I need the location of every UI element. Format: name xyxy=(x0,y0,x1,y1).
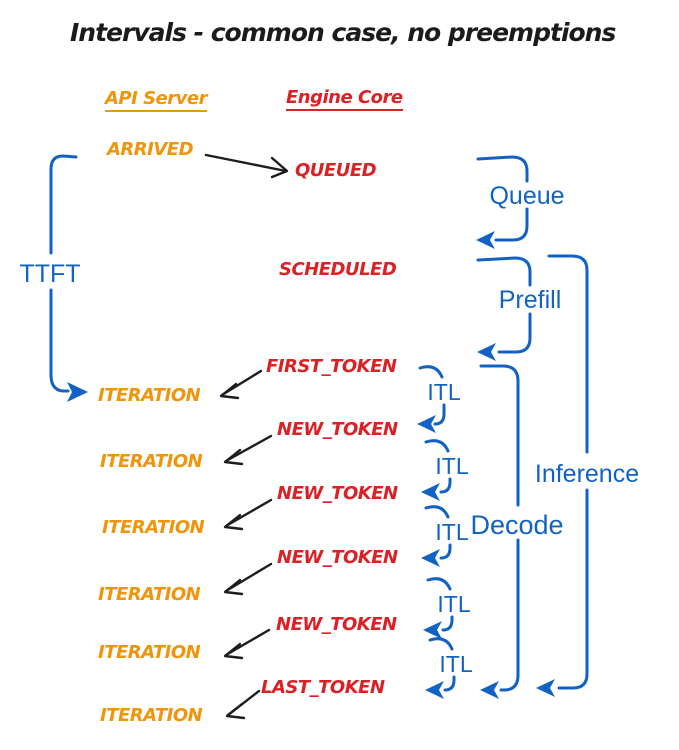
column-header-engine-core: Engine Core xyxy=(286,88,403,111)
decode-bracket-top xyxy=(479,364,520,507)
itl-bracket-1-hook xyxy=(433,403,446,426)
interval-itl-label-2: ITL xyxy=(435,453,469,479)
prefill-bracket-top xyxy=(476,256,532,287)
interval-itl-label-3: ITL xyxy=(435,519,469,545)
event-new-token-4: NEW_TOKEN xyxy=(276,614,397,635)
inference-bracket-bottom xyxy=(557,488,589,690)
itl-arrow-icon-5 xyxy=(425,681,444,699)
interval-inference-label: Inference xyxy=(534,460,640,488)
inference-bracket-top xyxy=(547,254,589,454)
decode-arrow-icon xyxy=(480,681,499,699)
event-iteration-3: ITERATION xyxy=(102,517,205,538)
token-to-iteration-arrowhead-icon-3 xyxy=(223,513,244,531)
interval-itl-label-4: ITL xyxy=(437,591,471,617)
event-first-token: FIRST_TOKEN xyxy=(266,356,397,377)
queue-arrow-icon xyxy=(476,231,495,249)
itl-arrow-icon-3 xyxy=(421,549,440,567)
token-to-iteration-arrowhead-icon-5 xyxy=(223,642,244,660)
event-iteration-1: ITERATION xyxy=(98,385,201,406)
event-arrived: ARRIVED xyxy=(107,139,194,160)
arrived-to-queued-arrowhead-icon xyxy=(270,156,289,179)
event-last-token: LAST_TOKEN xyxy=(261,677,385,698)
ttft-arrow-icon xyxy=(67,382,88,402)
token-to-iteration-arrowhead-icon-2 xyxy=(223,448,244,466)
itl-arrow-icon-4 xyxy=(423,621,442,639)
interval-ttft-label: TTFT xyxy=(19,260,81,288)
arrived-to-queued-arrow xyxy=(204,153,288,173)
event-queued: QUEUED xyxy=(295,160,377,181)
token-to-iteration-arrowhead-icon-1 xyxy=(219,382,240,400)
event-new-token-1: NEW_TOKEN xyxy=(277,419,398,440)
token-to-iteration-arrowhead-icon-6 xyxy=(225,702,246,720)
interval-prefill-label: Prefill xyxy=(498,286,562,314)
itl-bracket-4-top xyxy=(426,577,452,591)
event-iteration-6: ITERATION xyxy=(100,705,203,726)
token-to-iteration-arrow-2 xyxy=(224,434,273,463)
itl-bracket-4-hook xyxy=(441,615,454,632)
event-new-token-2: NEW_TOKEN xyxy=(277,483,398,504)
event-new-token-3: NEW_TOKEN xyxy=(277,547,398,568)
itl-bracket-3-top xyxy=(424,505,450,519)
interval-decode-label: Decode xyxy=(470,510,564,540)
itl-bracket-2-hook xyxy=(439,477,452,494)
event-scheduled: SCHEDULED xyxy=(279,259,397,280)
interval-itl-label-1: ITL xyxy=(427,379,461,405)
token-to-iteration-arrowhead-icon-4 xyxy=(223,578,244,596)
itl-bracket-5-top xyxy=(428,637,454,651)
decode-bracket-bottom xyxy=(499,538,520,692)
interval-itl-label-5: ITL xyxy=(439,651,473,677)
ttft-bracket-bottom xyxy=(49,288,70,393)
inference-arrow-icon xyxy=(536,679,555,697)
itl-arrow-icon-1 xyxy=(417,415,436,433)
itl-bracket-3-hook xyxy=(439,543,452,560)
queue-bracket-top xyxy=(476,155,529,183)
event-iteration-4: ITERATION xyxy=(98,584,201,605)
prefill-arrow-icon xyxy=(477,343,496,361)
itl-bracket-2-top xyxy=(424,439,450,453)
ttft-bracket-top xyxy=(49,154,78,255)
diagram-title: Intervals - common case, no preemptions xyxy=(70,18,616,47)
queue-bracket-bottom xyxy=(494,207,529,242)
itl-bracket-5-hook xyxy=(443,675,456,692)
event-iteration-2: ITERATION xyxy=(100,451,203,472)
itl-bracket-1-top xyxy=(418,365,444,379)
column-header-api-server: API Server xyxy=(105,89,207,112)
prefill-bracket-bottom xyxy=(497,312,532,354)
event-iteration-5: ITERATION xyxy=(98,642,201,663)
itl-arrow-icon-2 xyxy=(421,483,440,501)
interval-queue-label: Queue xyxy=(489,182,565,210)
